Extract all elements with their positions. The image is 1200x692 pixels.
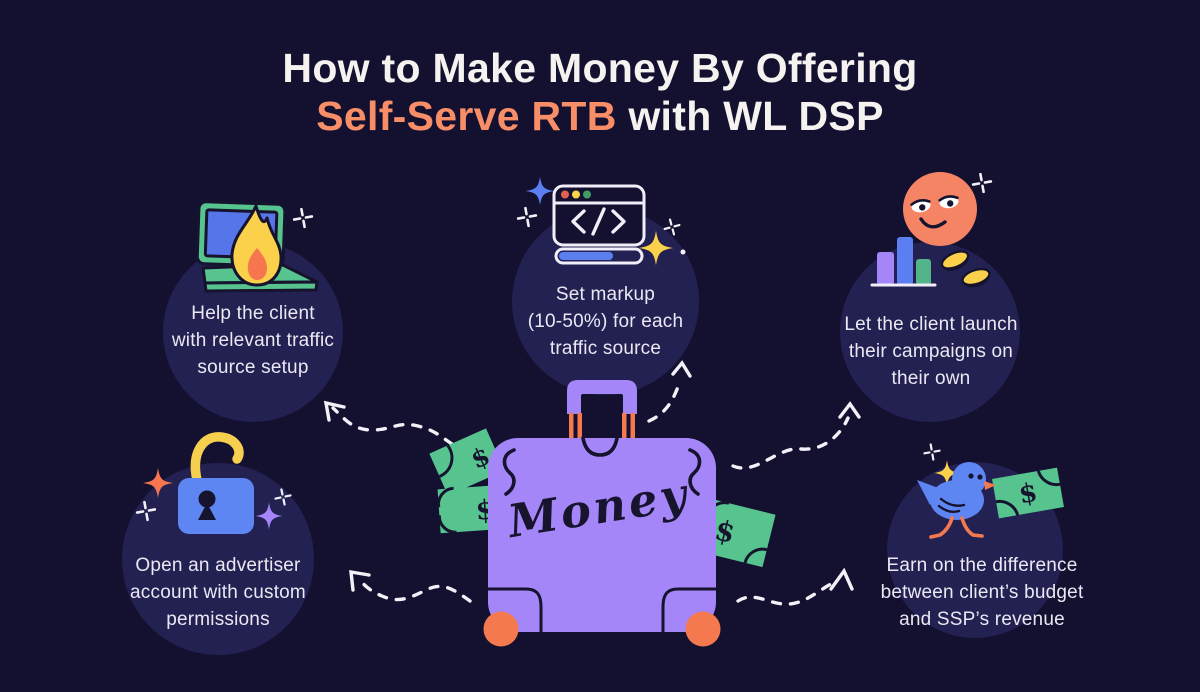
plus-sparkle-icon xyxy=(661,216,683,238)
dashed-arrow-to-set-markup xyxy=(647,382,681,423)
arrowhead xyxy=(829,567,854,591)
blue-star-sparkle-icon xyxy=(525,176,555,206)
caption-advertiser-account: Open an advertiser account with custom p… xyxy=(130,555,306,630)
face-eyes xyxy=(910,195,959,213)
open-padlock-icon xyxy=(178,432,254,534)
coins xyxy=(940,250,991,288)
bird-legs xyxy=(929,516,984,539)
title-block: How to Make Money By Offering Self-Serve… xyxy=(0,44,1200,140)
lock-body xyxy=(178,478,254,534)
laptop-fire-icon xyxy=(195,200,319,293)
dashed-arrow-to-advertiser-account xyxy=(357,577,472,603)
suitcase-body xyxy=(488,438,716,632)
arrowhead xyxy=(349,569,371,592)
svg-text:$: $ xyxy=(1017,478,1040,511)
bird xyxy=(917,462,996,539)
money-suitcase-icon: $ $ $ xyxy=(429,380,776,647)
bar-chart xyxy=(870,237,937,287)
title-accent: Self-Serve RTB xyxy=(316,93,617,139)
lock-keyhole xyxy=(198,490,216,520)
caption-set-markup: Set markup (10-50%) for each traffic sou… xyxy=(527,284,684,359)
smiling-face xyxy=(903,172,977,246)
suitcase-detail-lines xyxy=(486,436,718,634)
arrowhead xyxy=(838,401,861,419)
dashed-arrow-to-client-launch xyxy=(731,416,850,470)
arrowhead xyxy=(323,400,346,422)
caption-earn-difference: Earn on the difference between client’s … xyxy=(880,555,1084,630)
title-rest: with WL DSP xyxy=(616,93,884,139)
caption-traffic-setup: Help the client with relevant traffic so… xyxy=(171,303,335,378)
suitcase-handle xyxy=(567,380,637,414)
title-line-2: Self-Serve RTB with WL DSP xyxy=(0,92,1200,140)
handle-posts xyxy=(569,413,635,439)
face-bar-chart-coins-icon xyxy=(870,172,991,288)
dashed-arrow-to-traffic-setup xyxy=(331,406,454,446)
lock-shackle xyxy=(190,432,244,485)
dashed-arrow-to-earn-difference xyxy=(736,580,837,606)
suitcase-wheel xyxy=(685,611,721,647)
plus-sparkle-icon xyxy=(515,205,539,229)
suitcase-wheel xyxy=(483,611,519,647)
arrowhead xyxy=(671,360,692,378)
caption-client-launch: Let the client launch their campaigns on… xyxy=(844,314,1018,389)
browser-code-icon xyxy=(552,184,646,265)
title-line-1: How to Make Money By Offering xyxy=(282,45,918,91)
bird-dollar-bill: $ xyxy=(992,467,1064,519)
face-smile xyxy=(919,217,947,229)
dot-sparkle-icon xyxy=(680,249,686,255)
bird-with-dollar-bill-icon: $ xyxy=(917,462,1064,539)
